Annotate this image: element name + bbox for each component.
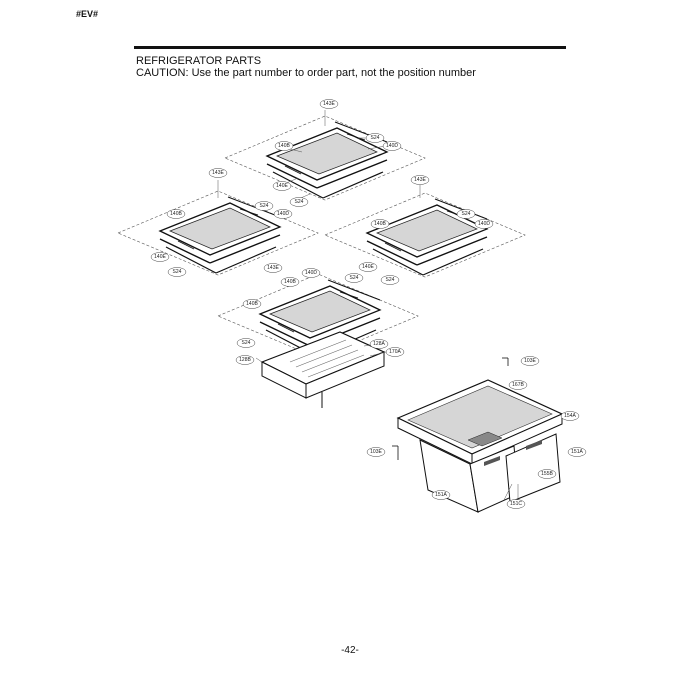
svg-text:S24: S24 [173,269,182,275]
callout: S24 [289,197,309,207]
callout: 143E [410,175,430,185]
callout: S24 [365,133,385,143]
callout: 140E [272,181,292,191]
shelf-assembly-left: 143E 140B S24 140D 140E S24 [117,168,319,277]
callout: 103E [366,447,386,457]
callout: 155B [537,469,557,479]
svg-text:128A: 128A [373,341,385,347]
callout: 140B [242,299,262,309]
shelf-assembly-top: 143E 140B S24 140D 140E S24 [224,99,426,207]
callout: S24 [167,267,187,277]
header-code: #EV# [76,9,99,19]
svg-text:S24: S24 [350,275,359,281]
svg-text:S24: S24 [462,211,471,217]
svg-text:170A: 170A [389,349,401,355]
section-title: REFRIGERATOR PARTS [136,55,262,67]
svg-text:140B: 140B [246,301,258,307]
svg-text:143E: 143E [323,101,335,107]
svg-text:S24: S24 [295,199,304,205]
svg-text:140B: 140B [170,211,182,217]
svg-text:S24: S24 [260,203,269,209]
svg-text:140E: 140E [362,264,374,270]
svg-text:S24: S24 [371,135,380,141]
callout: 140D [301,268,321,278]
svg-text:167B: 167B [512,382,524,388]
section-rule [134,46,566,49]
callout: S24 [380,275,400,285]
svg-text:151C: 151C [510,501,522,507]
callout: 128A [369,339,389,349]
svg-text:143E: 143E [267,265,279,271]
callout: 140E [150,252,170,262]
callout: 154A [560,411,580,421]
page-number: -42- [341,645,359,656]
callout: S24 [344,273,364,283]
callout: 170A [385,347,405,357]
svg-text:140E: 140E [276,183,288,189]
svg-text:S24: S24 [386,277,395,283]
callout: 128B [235,355,255,365]
callout: S24 [456,209,476,219]
callout: 167B [508,380,528,390]
svg-text:154A: 154A [564,413,576,419]
svg-text:143E: 143E [212,170,224,176]
svg-text:140D: 140D [386,143,398,149]
crisper-assembly: 103E 167B 154A 103E 151A 155B 151A 151C [366,356,587,513]
callout: 143E [263,263,283,273]
callout: 140D [273,209,293,219]
shelf-assembly-right: 143E 140B S24 140D 140E S24 [324,175,526,285]
callout: 140D [382,141,402,151]
callout: 151C [506,499,526,509]
callout: 140D [474,219,494,229]
svg-text:151A: 151A [571,449,583,455]
callout: 151A [567,447,587,457]
svg-text:140B: 140B [374,221,386,227]
shelf-assembly-bottom: 143E 140D 140B S24 140B S24 128A 170A 12… [217,263,419,408]
callout: 143E [208,168,228,178]
callout: 103E [520,356,540,366]
callout: 140B [166,209,186,219]
caution-note: CAUTION: Use the part number to order pa… [136,67,476,79]
callout: 140B [370,219,390,229]
callout: 140E [358,262,378,272]
callout: 140B [274,141,294,151]
svg-text:103E: 103E [370,449,382,455]
svg-text:103E: 103E [524,358,536,364]
svg-text:140D: 140D [478,221,490,227]
svg-text:140D: 140D [305,270,317,276]
callout: 140B [280,277,300,287]
svg-text:S24: S24 [242,340,251,346]
svg-text:155B: 155B [541,471,553,477]
svg-text:140E: 140E [154,254,166,260]
svg-text:140B: 140B [284,279,296,285]
svg-text:128B: 128B [239,357,251,363]
svg-text:143E: 143E [414,177,426,183]
svg-text:140B: 140B [278,143,290,149]
callout: 143E [319,99,339,109]
callout: 151A [431,490,451,500]
svg-text:140D: 140D [277,211,289,217]
callout: S24 [254,201,274,211]
svg-text:151A: 151A [435,492,447,498]
callout: S24 [236,338,256,348]
